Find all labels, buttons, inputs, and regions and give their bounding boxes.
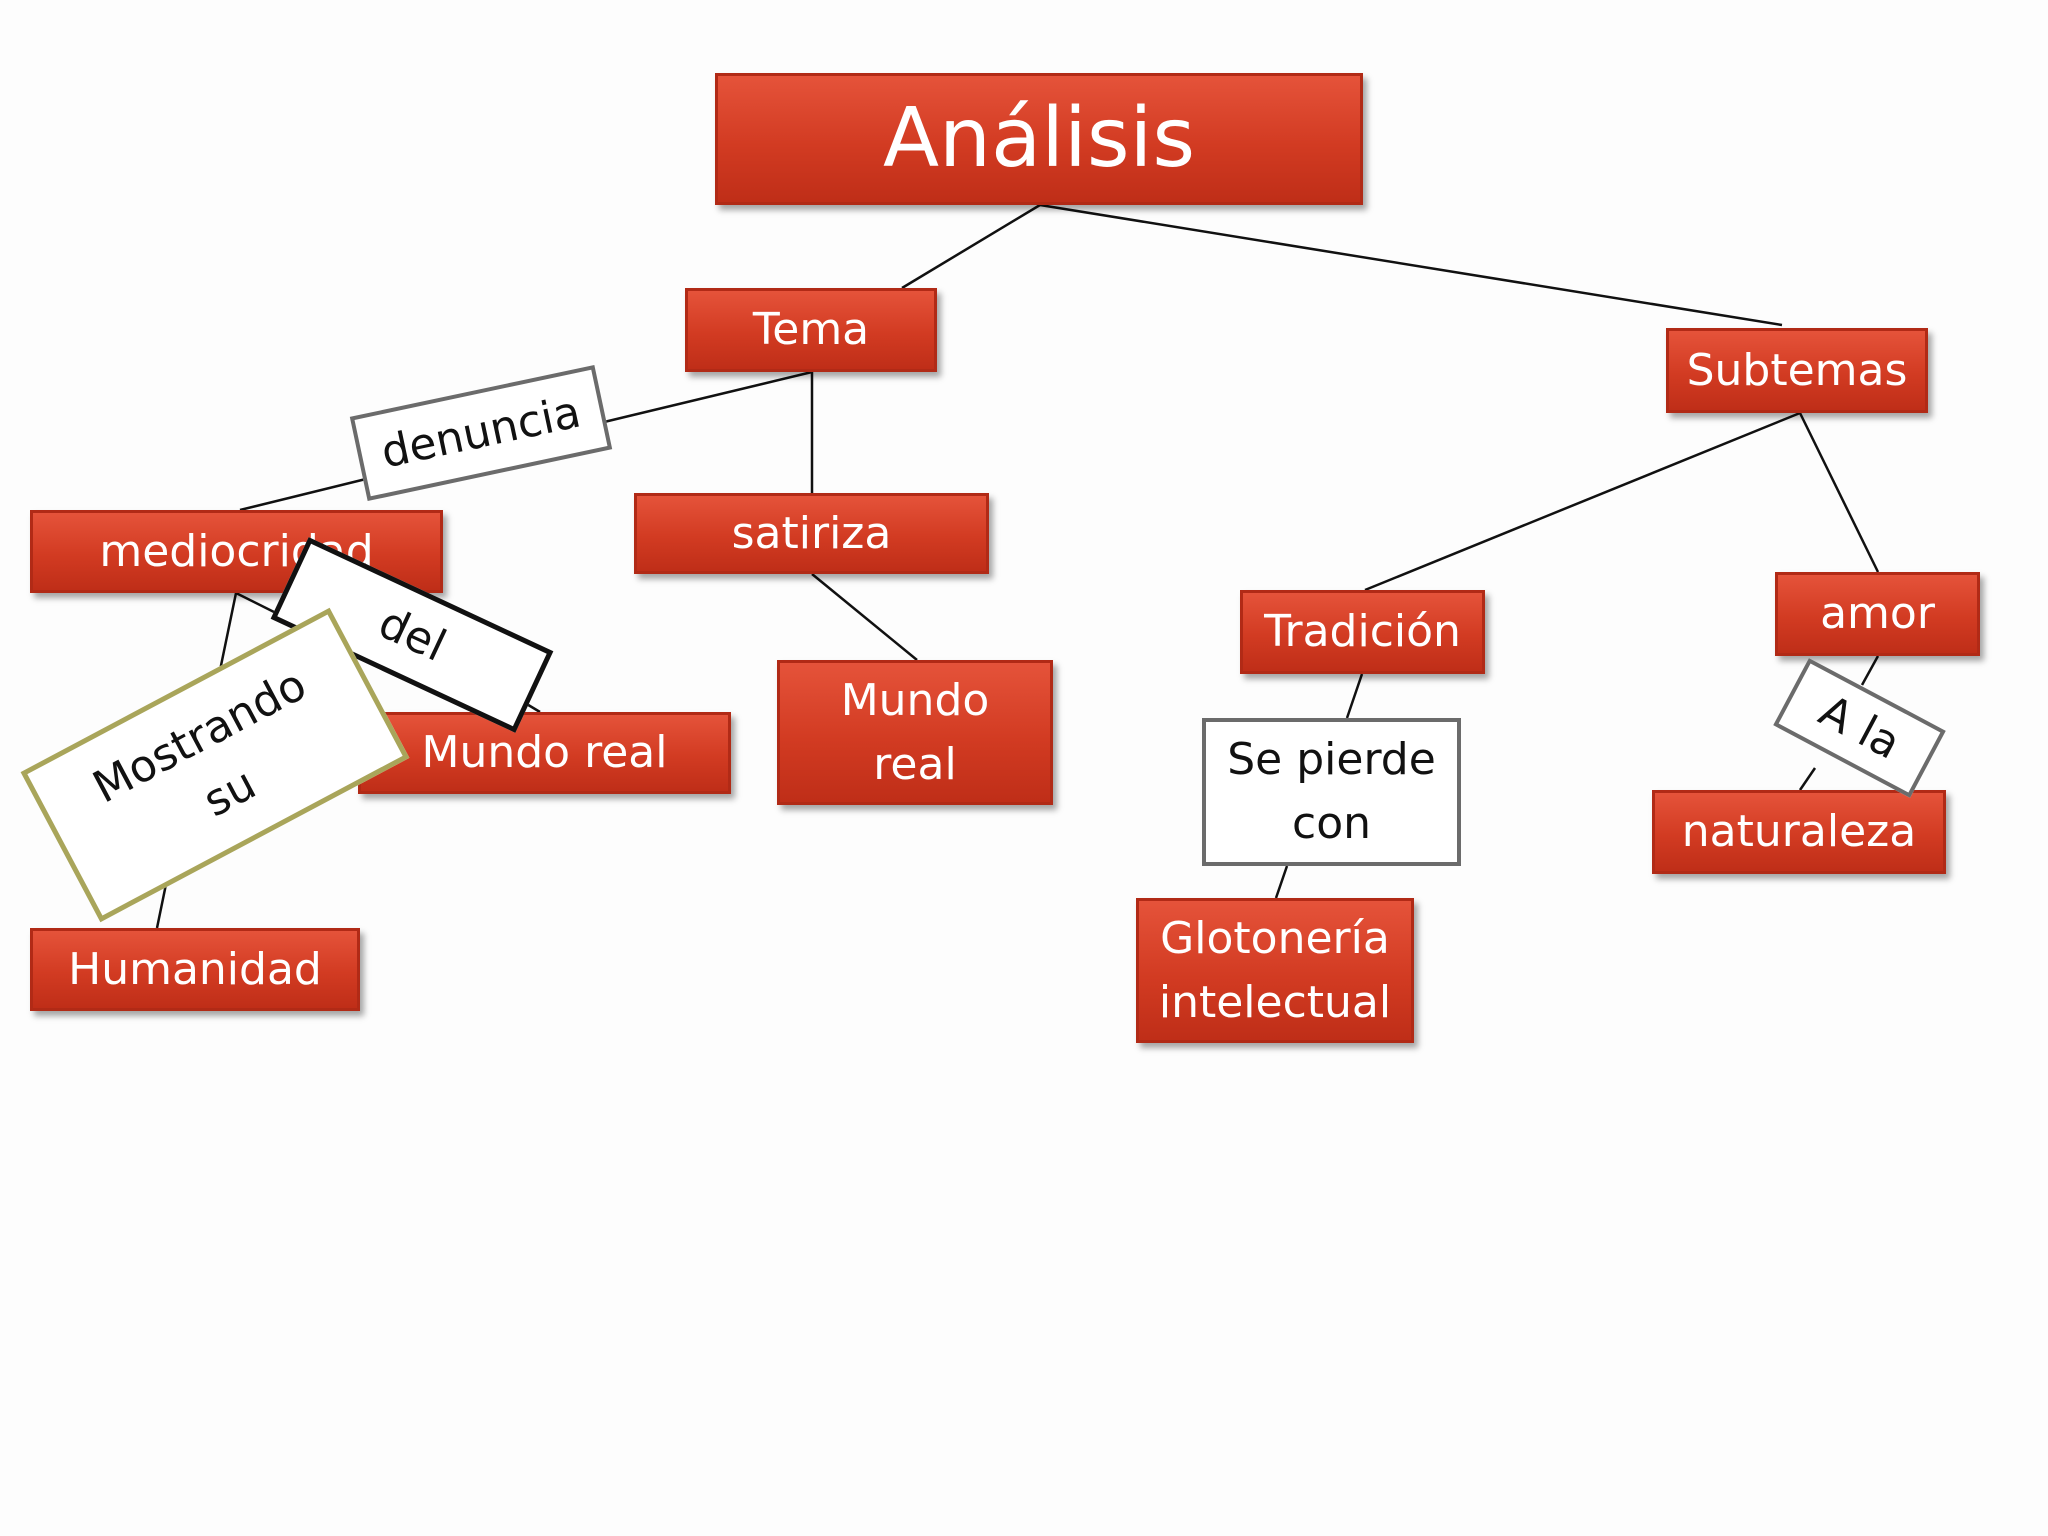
node-amor: amor xyxy=(1775,572,1980,656)
node-mundo-real-1: Mundo real xyxy=(358,712,731,794)
node-tema: Tema xyxy=(685,288,937,372)
node-naturaleza: naturaleza xyxy=(1652,790,1946,874)
connector-subtemas-tradicion xyxy=(1364,411,1801,592)
node-glotoneria: Glotonería intelectual xyxy=(1136,898,1414,1043)
connector-analisis-subtemas xyxy=(1039,203,1783,327)
node-humanidad-text: Humanidad xyxy=(68,943,322,995)
connector-ala-naturaleza xyxy=(1798,767,1817,791)
node-tradicion-text: Tradición xyxy=(1264,606,1461,658)
connector-satiriza-mundo-real xyxy=(811,573,918,661)
node-mundo-real-2: Mundo real xyxy=(777,660,1053,805)
node-analisis: Análisis xyxy=(715,73,1363,205)
node-mundo-real-1-text: Mundo real xyxy=(421,727,668,779)
node-naturaleza-text: naturaleza xyxy=(1681,806,1917,858)
connector-tema-denuncia xyxy=(599,370,813,425)
node-glotoneria-text: Glotonería intelectual xyxy=(1158,912,1392,1028)
node-satiriza: satiriza xyxy=(634,493,989,574)
connector-tradicion-sepierde xyxy=(1345,673,1364,719)
connector-sepierde-glotoneria xyxy=(1274,865,1289,899)
node-amor-text: amor xyxy=(1820,588,1935,640)
node-humanidad: Humanidad xyxy=(30,928,360,1011)
connector-analisis-tema xyxy=(901,203,1041,290)
node-tema-text: Tema xyxy=(752,304,870,356)
node-subtemas: Subtemas xyxy=(1666,328,1928,413)
node-mundo-real-2-text: Mundo real xyxy=(840,674,990,790)
connector-amor-ala xyxy=(1860,655,1880,686)
node-satiriza-text: satiriza xyxy=(731,507,892,559)
connector-subtemas-amor xyxy=(1798,412,1880,573)
connector-denuncia-mediocridad xyxy=(239,476,371,512)
node-subtemas-text: Subtemas xyxy=(1686,344,1908,396)
node-tradicion: Tradición xyxy=(1240,590,1485,674)
node-analisis-text: Análisis xyxy=(882,90,1196,186)
label-se-pierde-con-text: Se pierde con xyxy=(1227,734,1436,849)
label-se-pierde-con: Se pierde con xyxy=(1202,718,1461,866)
label-del-text: del xyxy=(370,597,454,672)
